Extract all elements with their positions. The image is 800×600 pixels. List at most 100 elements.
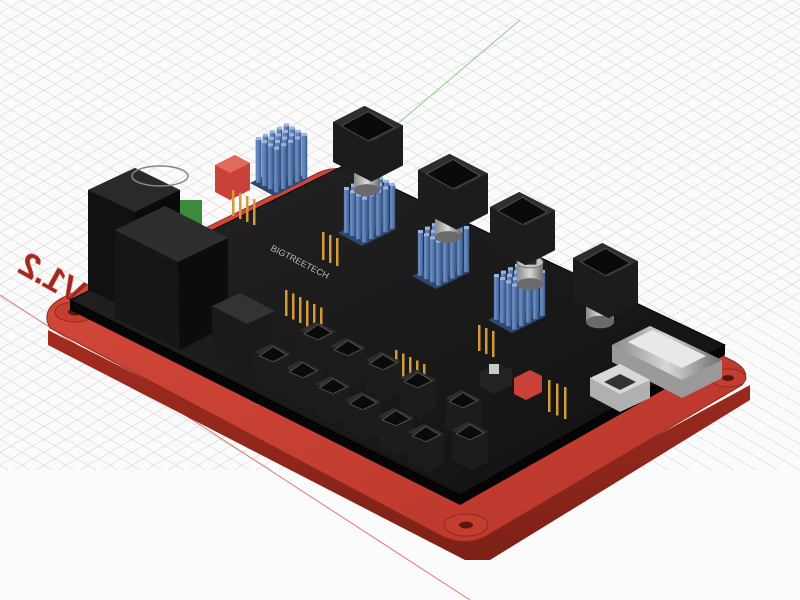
grid-line bbox=[0, 0, 551, 324]
jst-opening bbox=[333, 340, 363, 357]
heatsink-fin bbox=[361, 198, 368, 243]
jst-connector bbox=[330, 337, 366, 387]
jst-connector bbox=[573, 243, 638, 319]
jst-connector bbox=[400, 369, 436, 419]
jst-opening bbox=[448, 392, 478, 409]
heatsink-fin-top bbox=[464, 226, 469, 229]
heatsink-fin-top bbox=[256, 137, 261, 140]
heatsink-fin-top bbox=[290, 126, 295, 130]
jst-opening bbox=[425, 159, 481, 190]
heatsink-fin-top bbox=[288, 139, 293, 143]
heatsink-fin bbox=[423, 234, 430, 280]
grid-line bbox=[431, 253, 800, 471]
heatsink-fin-top bbox=[390, 183, 395, 186]
heatsink-fin-top bbox=[514, 270, 519, 274]
header-pin bbox=[336, 238, 339, 266]
heatsink-fin bbox=[499, 278, 506, 324]
heatsink-fin-top bbox=[270, 130, 275, 134]
heatsink-fin-top bbox=[500, 277, 505, 281]
heatsink-fin bbox=[435, 241, 442, 286]
jst-opening bbox=[318, 378, 348, 395]
heatsink-fin-top bbox=[269, 136, 274, 140]
capacitor-bottom bbox=[517, 278, 543, 290]
sd-card-slot bbox=[612, 326, 722, 398]
heatsink-fin-top bbox=[378, 176, 383, 180]
heatsink-fin-top bbox=[512, 283, 517, 287]
grid-line bbox=[175, 0, 800, 367]
jst-opening bbox=[368, 354, 398, 371]
header-pin bbox=[285, 290, 288, 316]
header-pin bbox=[322, 232, 325, 260]
heatsink-fin-top bbox=[384, 179, 389, 183]
header-pin bbox=[246, 196, 249, 222]
heatsink-fin-top bbox=[302, 133, 307, 136]
heatsink-fin-top bbox=[436, 239, 441, 243]
grid-line bbox=[241, 0, 800, 329]
heatsink-fin bbox=[382, 188, 389, 233]
heatsink-fin-top bbox=[350, 190, 355, 194]
jst-opening bbox=[403, 372, 433, 389]
jst-opening bbox=[340, 111, 396, 142]
jst-connector bbox=[378, 407, 414, 457]
capacitor-bottom bbox=[354, 184, 380, 196]
heatsink-fin bbox=[505, 282, 512, 327]
jst-connector bbox=[315, 375, 351, 425]
header-pin bbox=[329, 235, 332, 263]
header-pin bbox=[485, 328, 488, 354]
heatsink-fin-top bbox=[277, 126, 282, 130]
grid-line bbox=[497, 292, 800, 471]
grid-line bbox=[153, 0, 800, 380]
heatsink-fin bbox=[511, 285, 518, 330]
jst-connector bbox=[333, 105, 403, 182]
jst-opening bbox=[303, 324, 333, 341]
grid-line bbox=[453, 266, 800, 471]
heatsink-fin bbox=[255, 138, 262, 184]
mounting-boss bbox=[443, 513, 489, 537]
heatsink-fin bbox=[267, 145, 274, 190]
terminal-block bbox=[115, 206, 228, 350]
jst-connector bbox=[408, 423, 444, 473]
pin-headers bbox=[232, 190, 567, 419]
capacitor-bottom bbox=[435, 231, 461, 243]
heatsink-fin-top bbox=[296, 129, 301, 133]
heatsink-fin-top bbox=[507, 273, 512, 277]
heatsink-fin bbox=[429, 238, 436, 283]
jst-opening bbox=[579, 247, 632, 277]
motor-connectors bbox=[333, 105, 638, 319]
header-pin bbox=[253, 199, 256, 225]
heatsink-fin bbox=[493, 275, 500, 321]
jst-connector bbox=[255, 343, 291, 393]
capacitor-bottom bbox=[586, 315, 614, 329]
grid-line bbox=[263, 0, 800, 316]
jst-opening bbox=[455, 424, 485, 441]
header-pin bbox=[409, 357, 412, 385]
header-pin bbox=[492, 331, 495, 357]
grid-line bbox=[0, 0, 74, 470]
case-side-face bbox=[48, 330, 750, 560]
jst-connector bbox=[300, 321, 336, 371]
jst-opening bbox=[381, 410, 411, 427]
header-pin bbox=[402, 353, 405, 382]
jst-opening bbox=[496, 196, 549, 226]
heatsink-fin-top bbox=[262, 140, 267, 144]
header-pin bbox=[306, 300, 309, 327]
heatsink-fin-top bbox=[281, 143, 286, 147]
heatsink-fin bbox=[417, 231, 424, 277]
heatsink-fin-top bbox=[362, 196, 367, 200]
heatsink-fin-top bbox=[275, 140, 280, 143]
header-pin bbox=[564, 387, 567, 419]
header-pin bbox=[320, 307, 323, 334]
heatsink-fin-top bbox=[263, 133, 268, 137]
header-pin bbox=[232, 190, 235, 216]
heatsink-fin bbox=[343, 188, 350, 234]
heatsink-fin-top bbox=[383, 186, 388, 190]
pcb-board[interactable]: BIGTREETECH bbox=[68, 164, 727, 505]
header-pin bbox=[478, 325, 481, 351]
jst-connector bbox=[418, 153, 488, 230]
endstop-connectors bbox=[255, 321, 488, 473]
heatsink-fin bbox=[280, 144, 287, 190]
heatsink-fin-top bbox=[425, 226, 430, 230]
heatsink-fin bbox=[355, 195, 362, 240]
